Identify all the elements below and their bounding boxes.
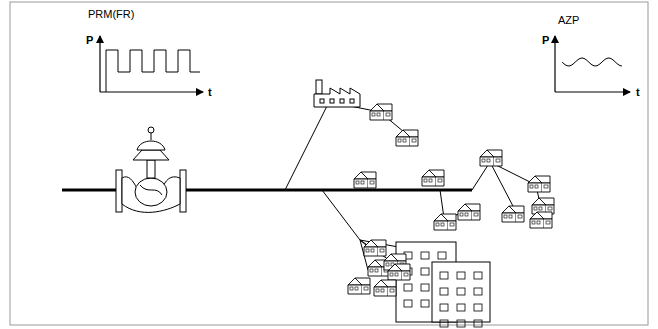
chart-title: PRM(FR) xyxy=(88,8,134,20)
house-icon xyxy=(502,206,524,222)
house-icon xyxy=(458,204,480,220)
house-icon xyxy=(480,150,502,166)
houses xyxy=(348,104,554,296)
factory xyxy=(314,80,360,107)
house-icon xyxy=(530,212,552,228)
azp-chart xyxy=(555,36,630,92)
pressure-regulator-valve xyxy=(116,127,186,212)
frame xyxy=(10,2,648,325)
axis-label: P xyxy=(542,34,549,46)
axis-label: t xyxy=(208,86,212,98)
building xyxy=(432,262,490,327)
chart-title: AZP xyxy=(558,14,579,26)
prm-chart xyxy=(100,36,203,92)
house-icon xyxy=(396,130,418,146)
house-icon xyxy=(374,280,396,296)
house-icon xyxy=(370,104,392,120)
house-icon xyxy=(528,176,550,192)
house-icon xyxy=(434,214,456,230)
apartment-buildings xyxy=(396,242,490,327)
axis-label: P xyxy=(86,34,93,46)
house-icon xyxy=(354,172,376,188)
house-icon xyxy=(388,264,410,280)
house-icon xyxy=(422,170,444,186)
house-icon xyxy=(364,240,386,256)
house-icon xyxy=(348,278,370,294)
axis-label: t xyxy=(636,86,640,98)
